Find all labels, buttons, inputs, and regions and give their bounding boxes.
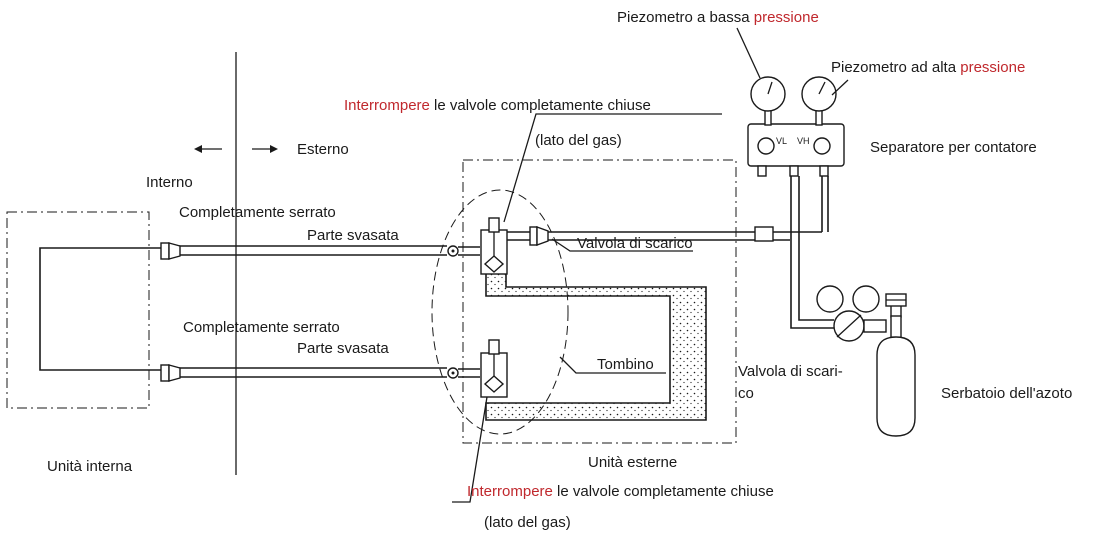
lower-pipe	[178, 367, 447, 378]
indoor-unit-label: Unità interna	[47, 458, 133, 475]
gas-side-bottom-label: (lato del gas)	[484, 514, 571, 531]
leader-interrupt-bottom	[452, 396, 488, 503]
drain-valve-top-label: Valvola di scarico	[577, 235, 693, 252]
hose-center	[790, 176, 834, 329]
fully-tight-top-label: Completamente serrato	[179, 204, 336, 221]
nitrogen-tank-label: Serbatoio dell'azoto	[941, 385, 1072, 402]
vl-label: VL	[776, 136, 787, 146]
leader-low-gauge	[736, 27, 761, 79]
internal-label: Interno	[146, 174, 193, 191]
indoor-unit-box	[6, 211, 150, 409]
indoor-loop-pipe	[39, 247, 161, 371]
vl-knob	[757, 137, 775, 155]
drain-valve-bottom-label-2: co	[738, 385, 754, 402]
flared-part-bottom-label: Parte svasata	[297, 340, 389, 357]
external-label: Esterno	[297, 141, 349, 158]
low-pressure-gauge-label: Piezometro a bassa pressione	[617, 9, 819, 26]
manifold-gauge: VL VH	[747, 76, 845, 177]
leader-interrupt-top	[503, 113, 722, 223]
vh-knob	[813, 137, 831, 155]
line-coupler	[754, 226, 774, 242]
indoor-flare-lower	[160, 364, 181, 382]
vh-label: VH	[797, 136, 810, 146]
leader-manhole	[559, 356, 666, 374]
outdoor-unit-label: Unità esterne	[588, 454, 677, 471]
drain-valve-upper	[529, 226, 549, 246]
manhole-label: Tombino	[597, 356, 654, 373]
nitrogen-regulator	[816, 285, 887, 342]
outdoor-unit-box	[462, 159, 737, 444]
flared-part-top-label: Parte svasata	[307, 227, 399, 244]
gas-side-top-label: (lato del gas)	[535, 132, 622, 149]
drain-valve-bottom-label-1: Valvola di scari-	[738, 363, 843, 380]
leader-high-gauge	[831, 79, 849, 96]
inside-arrow	[194, 145, 222, 153]
outdoor-insulated-pipe	[485, 271, 707, 421]
nitrogen-tank	[876, 293, 916, 437]
fully-tight-bottom-label: Completamente serrato	[183, 319, 340, 336]
upper-pipe	[178, 245, 447, 256]
indoor-flare-upper	[160, 242, 181, 260]
high-pressure-gauge-label: Piezometro ad alta pressione	[831, 59, 1025, 76]
interrupt-valves-top-label: Interrompere le valvole completamente ch…	[344, 97, 651, 114]
interrupt-valves-bottom-label: Interrompere le valvole completamente ch…	[467, 483, 774, 500]
lower-service-valve	[480, 339, 508, 398]
outside-arrow	[252, 145, 278, 153]
upper-service-valve	[480, 217, 530, 275]
valve-area-outline	[431, 189, 569, 435]
separator-label: Separatore per contatore	[870, 139, 1037, 156]
leader-drain-top	[551, 238, 693, 252]
